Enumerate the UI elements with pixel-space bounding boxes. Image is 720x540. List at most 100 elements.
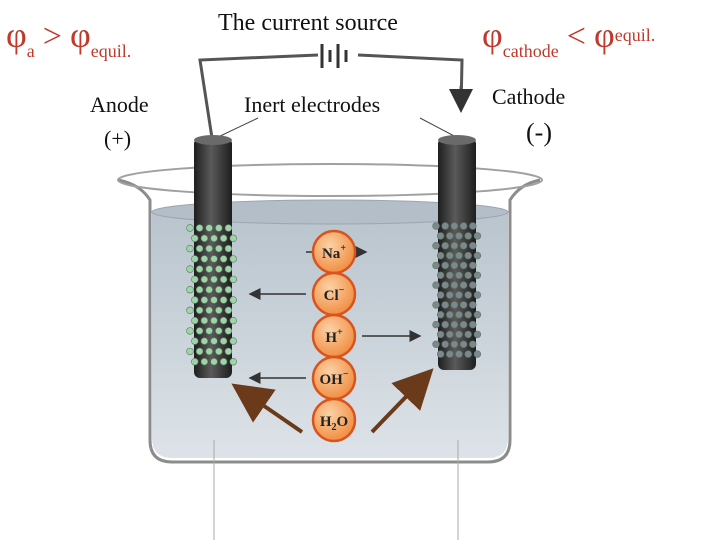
gas-bubble — [195, 286, 204, 294]
gas-bubble — [215, 327, 223, 335]
gas-bubble — [455, 271, 463, 279]
gas-bubble — [200, 296, 209, 304]
phi-subscript: a — [26, 41, 35, 61]
gas-bubble — [446, 350, 454, 358]
anode-bubbles — [186, 224, 237, 366]
gas-bubble — [450, 281, 459, 289]
gas-bubble — [473, 251, 482, 260]
gas-bubble — [210, 234, 218, 243]
gas-bubble — [469, 301, 477, 309]
gas-bubble — [455, 330, 463, 339]
label-leader-right — [419, 117, 459, 139]
gas-bubble — [469, 261, 477, 270]
gas-bubble — [450, 320, 459, 329]
gas-bubble — [191, 255, 199, 263]
gas-bubble — [464, 291, 472, 299]
gas-bubble — [215, 306, 223, 314]
gas-bubble — [224, 286, 233, 294]
gas-bubble — [200, 358, 209, 366]
gas-bubble — [441, 281, 449, 289]
inert-electrodes-label: Inert electrodes — [244, 92, 381, 117]
anode-label: Anode — [90, 92, 149, 117]
gas-bubble — [195, 306, 204, 314]
gas-bubble — [473, 330, 482, 339]
gas-bubble — [432, 320, 440, 329]
gas-bubble — [205, 327, 213, 335]
gas-bubble — [436, 291, 445, 299]
gas-bubble — [210, 358, 218, 366]
gas-bubble — [450, 242, 459, 250]
ion-h: H+ — [311, 313, 357, 359]
gas-bubble — [455, 311, 463, 319]
gas-bubble — [224, 244, 233, 253]
gas-bubble — [215, 347, 223, 356]
greater-than-sign: > — [42, 18, 62, 55]
cathode-condition: φcathode < φequil. — [482, 14, 655, 61]
gas-bubble — [200, 316, 209, 325]
gas-bubble — [229, 358, 237, 366]
gas-bubble — [441, 242, 449, 250]
gas-bubble — [210, 275, 218, 284]
gas-bubble — [441, 222, 449, 230]
phi-equil-subscript: equil. — [90, 41, 132, 61]
gas-bubble — [464, 251, 472, 260]
gas-bubble — [191, 275, 199, 284]
gas-bubble — [210, 296, 218, 304]
gas-bubble — [432, 242, 440, 250]
svg-text:Na+: Na+ — [322, 243, 346, 262]
less-than-sign: < — [566, 18, 586, 55]
svg-text:Cl−: Cl− — [324, 285, 345, 304]
gas-bubble — [191, 358, 199, 366]
gas-bubble — [432, 261, 440, 270]
gas-bubble — [450, 261, 459, 270]
gas-bubble — [224, 265, 233, 273]
gas-bubble — [469, 281, 477, 289]
gas-bubble — [469, 320, 477, 329]
gas-bubble — [195, 244, 204, 253]
gas-bubble — [455, 350, 463, 358]
gas-bubble — [224, 327, 233, 335]
gas-bubble — [205, 244, 213, 253]
phi-equil-symbol: φ — [69, 15, 91, 55]
gas-bubble — [450, 301, 459, 309]
water-arrow-right — [370, 368, 434, 434]
gas-bubble — [459, 222, 468, 230]
gas-bubble — [473, 271, 482, 279]
svg-text:H+: H+ — [325, 327, 343, 346]
gas-bubble — [464, 330, 472, 339]
gas-bubble — [215, 286, 223, 294]
gas-bubble — [224, 306, 233, 314]
label-leader-left — [215, 117, 259, 139]
gas-bubble — [195, 265, 204, 273]
gas-bubble — [459, 261, 468, 270]
phi-equil-symbol: φ — [593, 15, 615, 55]
gas-bubble — [441, 340, 449, 348]
ion-h2o: H2O — [311, 397, 357, 443]
gas-bubble — [450, 222, 459, 230]
gas-bubble — [229, 316, 237, 325]
gas-bubble — [469, 340, 477, 348]
gas-bubble — [441, 301, 449, 309]
gas-bubble — [436, 271, 445, 279]
gas-bubble — [205, 347, 213, 356]
gas-bubble — [469, 222, 477, 230]
gas-bubble — [219, 316, 228, 325]
current-source-label: The current source — [218, 10, 398, 36]
ion-cl: Cl− — [311, 271, 357, 317]
gas-bubble — [200, 234, 209, 243]
water-arrows — [231, 368, 434, 434]
ion-na: Na+ — [311, 229, 357, 275]
cathode-sign: (-) — [526, 118, 552, 147]
water-arrow-left — [231, 383, 304, 434]
gas-bubble — [464, 271, 472, 279]
phi-symbol: φ — [482, 15, 503, 55]
gas-bubble — [186, 306, 194, 314]
gas-bubble — [215, 244, 223, 253]
gas-bubble — [200, 275, 209, 284]
gas-bubble — [446, 330, 454, 339]
gas-bubble — [186, 244, 194, 253]
gas-bubble — [186, 327, 194, 335]
gas-bubble — [446, 291, 454, 299]
cathode-label: Cathode — [492, 84, 566, 109]
